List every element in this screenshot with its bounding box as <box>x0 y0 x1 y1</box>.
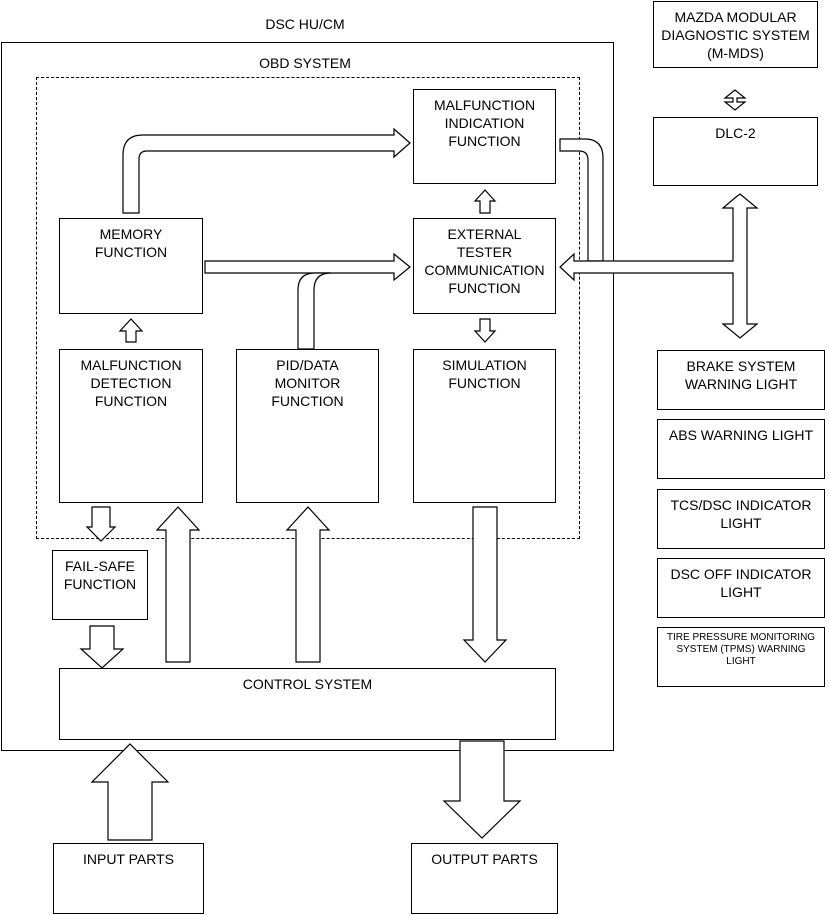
fail-safe-box: FAIL-SAFE FUNCTION <box>52 550 148 620</box>
input-parts-box: INPUT PARTS <box>53 843 204 914</box>
dlc2-box: DLC-2 <box>653 117 818 186</box>
memory-to-tester-arrow <box>204 252 411 282</box>
failsafe-to-control-arrow <box>79 625 125 669</box>
indication-to-bus-arrow <box>559 138 604 262</box>
abs-warning-light-box: ABS WARNING LIGHT <box>657 419 825 479</box>
dsc-off-indicator-box: DSC OFF INDICATOR LIGHT <box>657 558 825 618</box>
output-parts-box: OUTPUT PARTS <box>411 843 558 914</box>
dsc-hu-cm-frame <box>1 42 614 751</box>
control-to-detection-arrow <box>155 506 201 663</box>
brake-warning-light-box: BRAKE SYSTEM WARNING LIGHT <box>657 350 825 410</box>
control-to-pid-arrow <box>285 506 331 663</box>
detection-to-memory-arrow <box>118 318 144 343</box>
input-to-control-arrow <box>90 743 170 841</box>
bus-arrow <box>559 193 759 339</box>
simulation-to-control-arrow <box>462 506 508 663</box>
memory-function-box: MEMORY FUNCTION <box>59 218 203 314</box>
tester-to-indication-arrow <box>473 189 497 214</box>
control-to-output-arrow <box>442 740 522 839</box>
unit-label: DSC HU/CM <box>265 16 345 32</box>
control-system-box: CONTROL SYSTEM <box>59 668 556 740</box>
malfunction-indication-box: MALFUNCTION INDICATION FUNCTION <box>413 89 556 184</box>
tester-to-simulation-arrow <box>473 318 497 343</box>
memory-to-indication-arrow <box>122 127 411 214</box>
detection-to-failsafe-arrow <box>85 506 117 542</box>
obd-system-label: OBD SYSTEM <box>259 55 351 71</box>
pid-data-monitor-box: PID/DATA MONITOR FUNCTION <box>236 349 379 503</box>
simulation-function-box: SIMULATION FUNCTION <box>413 349 556 503</box>
m-mds-box: MAZDA MODULAR DIAGNOSTIC SYSTEM (M-MDS) <box>653 1 818 68</box>
tcs-dsc-indicator-box: TCS/DSC INDICATOR LIGHT <box>657 489 825 549</box>
external-tester-box: EXTERNAL TESTER COMMUNICATION FUNCTION <box>413 218 556 314</box>
mmds-dlc2-arrow <box>723 89 747 111</box>
tpms-warning-light-box: TIRE PRESSURE MONITORING SYSTEM (TPMS) W… <box>657 627 825 687</box>
malfunction-detection-box: MALFUNCTION DETECTION FUNCTION <box>59 349 203 503</box>
pid-to-tester-riser <box>297 272 332 350</box>
